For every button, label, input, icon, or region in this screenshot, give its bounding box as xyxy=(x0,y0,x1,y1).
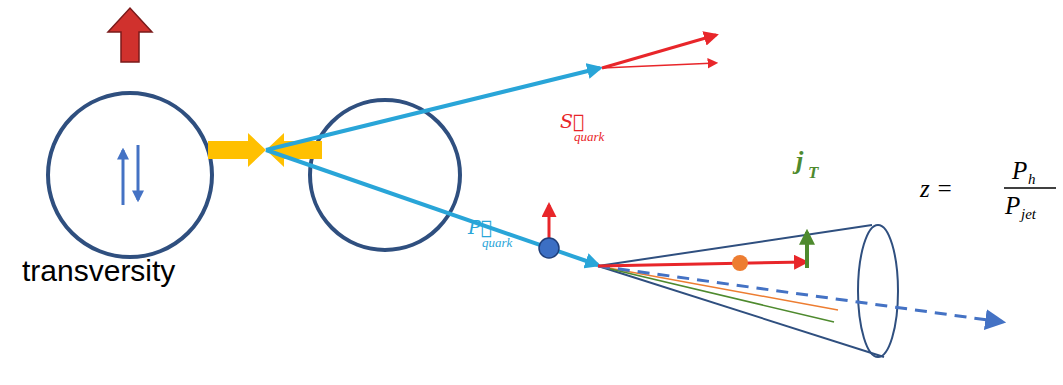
jet-axis xyxy=(598,266,1002,322)
subscript: jet xyxy=(1021,207,1036,222)
quark-line xyxy=(266,150,598,265)
proton-spin-arrow xyxy=(108,8,152,62)
formula: z = xyxy=(920,176,953,201)
parton-line xyxy=(266,68,600,150)
quark-spin-arrow xyxy=(548,205,551,240)
hadron-arrow xyxy=(602,35,716,68)
hadron-dot xyxy=(732,255,748,271)
subscript: T xyxy=(808,164,818,181)
subscript: quark xyxy=(574,130,604,143)
hadron-arrow xyxy=(602,63,716,68)
caption-label: transversity xyxy=(22,256,175,286)
fraction-bar xyxy=(1004,187,1056,189)
quark-dot xyxy=(539,238,559,258)
vector-symbol: P⃗ xyxy=(468,218,492,237)
spin-up-arrow xyxy=(122,150,125,205)
beam-arrow xyxy=(208,133,266,167)
subscript: h xyxy=(1028,172,1036,187)
formula: P xyxy=(1012,158,1027,183)
jt-arrow xyxy=(805,232,809,268)
formula: P xyxy=(1005,193,1020,218)
spin-down-arrow xyxy=(137,145,140,200)
vector-symbol: S⃗ xyxy=(560,112,584,131)
polarized-proton xyxy=(48,93,212,257)
jet-cone xyxy=(598,266,884,357)
hadron-arrow xyxy=(598,262,806,266)
symbol: j xyxy=(796,148,803,174)
particle-track xyxy=(598,266,838,310)
jet-cone xyxy=(858,225,898,357)
subscript: quark xyxy=(482,236,512,249)
